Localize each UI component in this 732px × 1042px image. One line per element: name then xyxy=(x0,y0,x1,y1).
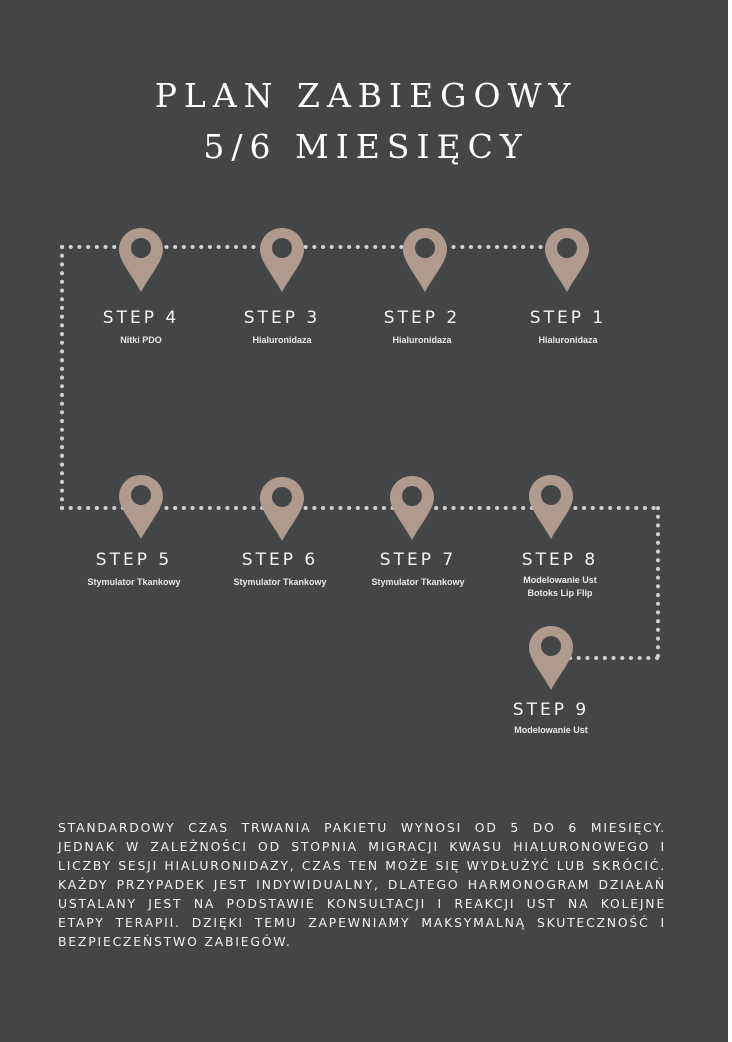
map-pin-icon xyxy=(529,626,573,690)
map-pin-icon xyxy=(403,228,447,292)
step-5: STEP 5 Stymulator Tkankowy xyxy=(64,550,204,589)
step-3: STEP 3 Hialuronidaza xyxy=(212,308,352,347)
step-treatment: Botoks Lip Flip xyxy=(527,588,593,598)
map-pin-icon xyxy=(119,475,163,539)
step-treatment: Hialuronidaza xyxy=(538,335,598,345)
step-label: STEP 1 xyxy=(529,308,607,328)
step-label: STEP 3 xyxy=(243,308,321,328)
step-4: STEP 4 Nitki PDO xyxy=(71,308,211,347)
page-title-line2: 5/6 MIESIĘCY xyxy=(203,127,529,166)
package-description: STANDARDOWY CZAS TRWANIA PAKIETU WYNOSI … xyxy=(58,820,666,950)
step-label: STEP 6 xyxy=(241,550,319,570)
page-edge xyxy=(728,0,732,1042)
map-pin-icon xyxy=(390,476,434,540)
step-treatment: Modelowanie Ust xyxy=(523,575,597,585)
step-8: STEP 8 Modelowanie Ust Botoks Lip Flip xyxy=(490,550,630,600)
step-label: STEP 4 xyxy=(102,308,180,328)
step-label: STEP 5 xyxy=(95,550,173,570)
step-treatment: Stymulator Tkankowy xyxy=(371,577,465,587)
step-treatment: Hialuronidaza xyxy=(252,335,312,345)
step-treatment: Nitki PDO xyxy=(120,335,162,345)
step-label: STEP 9 xyxy=(512,700,590,720)
step-treatment: Stymulator Tkankowy xyxy=(87,577,181,587)
map-pin-icon xyxy=(260,228,304,292)
map-pin-icon xyxy=(119,228,163,292)
step-label: STEP 8 xyxy=(521,550,599,570)
step-label: STEP 7 xyxy=(379,550,457,570)
step-label: STEP 2 xyxy=(383,308,461,328)
step-6: STEP 6 Stymulator Tkankowy xyxy=(210,550,350,589)
step-treatment: Hialuronidaza xyxy=(392,335,452,345)
map-pin-icon xyxy=(529,475,573,539)
step-treatment: Stymulator Tkankowy xyxy=(233,577,327,587)
step-treatment: Modelowanie Ust xyxy=(514,725,588,735)
map-pin-icon xyxy=(260,477,304,541)
step-9: STEP 9 Modelowanie Ust xyxy=(481,700,621,737)
step-2: STEP 2 Hialuronidaza xyxy=(352,308,492,347)
step-1: STEP 1 Hialuronidaza xyxy=(498,308,638,347)
step-7: STEP 7 Stymulator Tkankowy xyxy=(348,550,488,589)
page-title-line1: PLAN ZABIEGOWY xyxy=(154,76,578,115)
map-pin-icon xyxy=(545,228,589,292)
